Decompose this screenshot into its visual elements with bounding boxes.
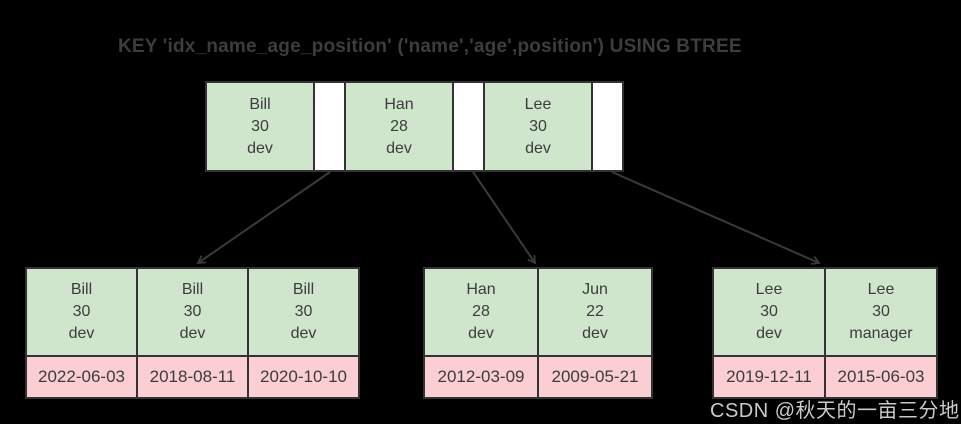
- arrow-to-leaf-1: [196, 171, 331, 265]
- record-date-cell: 2018-08-11: [138, 357, 247, 397]
- leaf-column: Jun 22 dev 2009-05-21: [539, 269, 651, 397]
- record-date-cell: 2009-05-21: [539, 357, 651, 397]
- root-record-cell: Bill 30 dev: [207, 83, 315, 170]
- record-age: 22: [586, 303, 604, 320]
- record-age: 28: [390, 117, 408, 135]
- leaf-record-cell: Han 28 dev: [425, 269, 537, 357]
- leaf-record-cell: Bill 30 dev: [27, 269, 136, 357]
- leaf-column: Han 28 dev 2012-03-09: [425, 269, 539, 397]
- arrow-to-leaf-3: [611, 171, 821, 265]
- leaf-column: Lee 30 dev 2019-12-11: [714, 269, 826, 397]
- record-name: Bill: [292, 281, 315, 298]
- record-date-cell: 2015-06-03: [826, 357, 936, 397]
- record-age: 30: [183, 303, 202, 320]
- record-name: Han: [466, 281, 496, 298]
- record-date-cell: 2022-06-03: [27, 357, 136, 397]
- root-pointer-cell: [454, 83, 483, 170]
- record-position: dev: [290, 325, 317, 342]
- record-position: dev: [582, 325, 608, 342]
- leaf-column: Bill 30 dev 2020-10-10: [249, 269, 358, 397]
- record-age: 30: [760, 303, 778, 320]
- record-name: Lee: [755, 281, 783, 298]
- leaf-record-cell: Jun 22 dev: [539, 269, 651, 357]
- record-position: dev: [525, 139, 551, 157]
- record-position: dev: [247, 139, 273, 157]
- record-age: 28: [472, 303, 490, 320]
- record-date-cell: 2012-03-09: [425, 357, 537, 397]
- record-name: Lee: [524, 95, 552, 113]
- leaf-column: Bill 30 dev 2018-08-11: [138, 269, 249, 397]
- record-name: Jun: [582, 281, 608, 298]
- leaf-record-cell: Lee 30 dev: [714, 269, 824, 357]
- record-name: Lee: [867, 281, 895, 298]
- leaf-record-cell: Bill 30 dev: [138, 269, 247, 357]
- record-age: 30: [251, 117, 269, 135]
- record-date-cell: 2019-12-11: [714, 357, 824, 397]
- record-age: 30: [294, 303, 313, 320]
- root-record-cell: Lee 30 dev: [483, 83, 593, 170]
- record-position: dev: [179, 325, 206, 342]
- record-position: dev: [386, 139, 412, 157]
- record-name: Bill: [181, 281, 204, 298]
- arrow-to-leaf-2: [472, 171, 537, 265]
- leaf-node-1: Bill 30 dev 2022-06-03 Bill 30 dev 2018-…: [25, 267, 360, 399]
- record-age: 30: [872, 303, 890, 320]
- leaf-record-cell: Bill 30 dev: [249, 269, 358, 357]
- root-pointer-cell: [593, 83, 622, 170]
- record-age: 30: [529, 117, 547, 135]
- record-position: manager: [849, 325, 913, 342]
- leaf-column: Bill 30 dev 2022-06-03: [27, 269, 138, 397]
- record-position: dev: [468, 325, 494, 342]
- root-record-cell: Han 28 dev: [344, 83, 454, 170]
- root-node: Bill 30 dev Han 28 dev Lee 30 dev: [205, 81, 624, 172]
- record-position: dev: [756, 325, 782, 342]
- diagram-title: KEY 'idx_name_age_position' ('name','age…: [118, 36, 742, 57]
- leaf-node-2: Han 28 dev 2012-03-09 Jun 22 dev 2009-05…: [423, 267, 653, 399]
- record-date-cell: 2020-10-10: [249, 357, 358, 397]
- record-name: Han: [384, 95, 414, 113]
- leaf-column: Lee 30 manager 2015-06-03: [826, 269, 936, 397]
- record-age: 30: [72, 303, 91, 320]
- record-name: Bill: [70, 281, 93, 298]
- record-name: Bill: [249, 95, 271, 113]
- leaf-node-3: Lee 30 dev 2019-12-11 Lee 30 manager 201…: [712, 267, 938, 399]
- leaf-record-cell: Lee 30 manager: [826, 269, 936, 357]
- root-pointer-cell: [315, 83, 344, 170]
- watermark: CSDN @秋天的一亩三分地: [710, 400, 960, 422]
- record-position: dev: [68, 325, 95, 342]
